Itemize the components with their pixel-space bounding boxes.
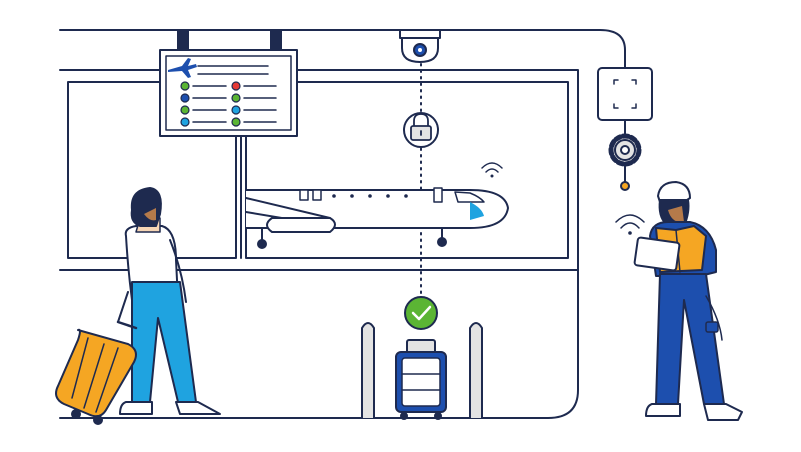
security-camera-icon: [399, 29, 441, 63]
ground-worker: [633, 181, 743, 421]
conveyor-posts: [361, 322, 483, 419]
gear-icon: [608, 133, 642, 191]
tracked-suitcase: [395, 339, 447, 420]
checkmark-icon: [404, 296, 438, 330]
traveler: [117, 187, 221, 415]
rolling-suitcase: [55, 320, 138, 425]
rfid-scanner-icon: [597, 67, 653, 135]
airplane-small-icon: [168, 58, 197, 78]
airplane: [245, 187, 509, 249]
ceiling-cable: [59, 29, 626, 69]
wifi-signal-icon-worker: [615, 214, 645, 235]
flight-departures-board-icon: [159, 29, 298, 137]
padlock-icon: [403, 112, 439, 148]
wifi-signal-icon: [481, 162, 503, 178]
